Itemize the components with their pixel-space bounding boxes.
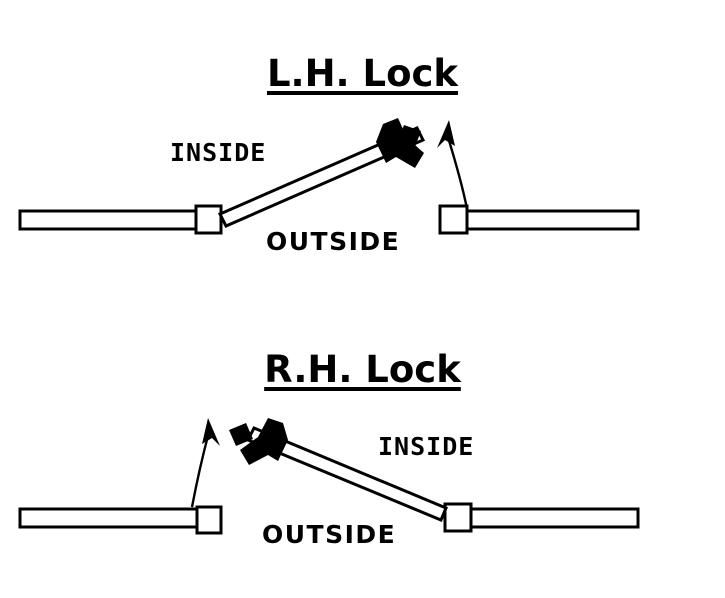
lh-lock-drawing (18, 118, 640, 235)
rh-strike-jamb-block (195, 505, 223, 535)
lh-swing-arrow-arc (445, 133, 469, 210)
lh-lock-hardware (376, 118, 424, 168)
rh-hinge-jamb-block (443, 502, 473, 533)
lh-lock-title: L.H. Lock (266, 52, 459, 95)
rh-lock-title: R.H. Lock (264, 348, 461, 391)
lh-strike-jamb-block (438, 204, 469, 235)
rh-rock-hardware (229, 418, 288, 465)
lh-right-wall-segment (464, 209, 640, 231)
rh-left-wall-segment (18, 507, 200, 529)
rh-inside-label: INSIDE (378, 432, 475, 461)
rh-swing-arrow-head (202, 418, 220, 446)
lh-left-wall-segment (18, 209, 200, 231)
rh-lock-drawing (18, 418, 640, 535)
lh-outside-label: OUTSIDE (266, 227, 401, 256)
rh-swing-arrow-arc (190, 431, 211, 508)
lh-swing-arrow-head (437, 120, 455, 148)
lh-hinge-jamb-block (194, 204, 223, 235)
lh-inside-label: INSIDE (170, 138, 267, 167)
rh-right-wall-segment (468, 507, 640, 529)
rh-outside-label: OUTSIDE (262, 520, 397, 549)
